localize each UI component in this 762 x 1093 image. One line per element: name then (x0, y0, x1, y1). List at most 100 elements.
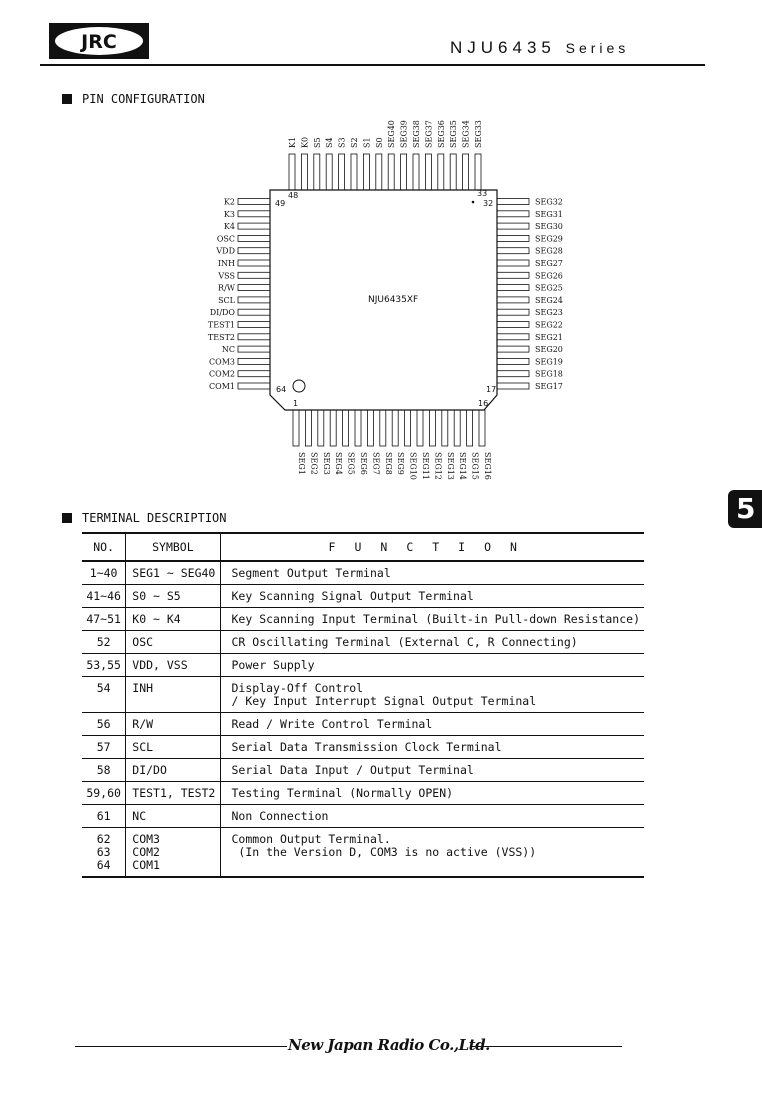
cell-symbol: S0 ~ S5 (125, 584, 221, 608)
cell-function: Power Supply (220, 653, 644, 677)
column-header-function: FUNCTION (220, 532, 644, 562)
top-pin-label: K0 (300, 137, 309, 148)
column-header-symbol: SYMBOL (125, 532, 221, 562)
section-tab: 5 (728, 490, 762, 528)
cell-symbol: DI/DO (125, 758, 221, 782)
left-pin-label: K3 (224, 210, 235, 219)
left-pin-label: SCL (218, 296, 236, 305)
cell-function: Segment Output Terminal (220, 561, 644, 585)
top-pin-label: SEG34 (462, 120, 471, 148)
top-pin-lead (462, 153, 470, 191)
left-pin-label: OSC (217, 234, 235, 243)
right-pin-label: SEG20 (535, 345, 563, 354)
right-pin-label: SEG26 (535, 271, 563, 280)
footer-rule-left (75, 1046, 287, 1047)
top-pin-lead (424, 153, 432, 191)
cell-function: Testing Terminal (Normally OPEN) (220, 781, 644, 805)
bottom-pin-lead (342, 409, 350, 447)
top-pin-lead (288, 153, 296, 191)
bottom-pin-label: SEG6 (359, 452, 368, 475)
left-pin-lead (237, 296, 271, 304)
bottom-pin-lead (428, 409, 436, 447)
cell-symbol: INH (125, 676, 221, 713)
right-pin-label: SEG24 (535, 296, 563, 305)
series-title: NJU6435 Series (450, 38, 629, 58)
top-pin-lead (338, 153, 346, 191)
right-pin-lead (496, 370, 530, 378)
left-pins: K2K3K4OSCVDDINHVSSR/WSCLDI/DOTEST1TEST2N… (208, 198, 271, 391)
left-pin-lead (237, 382, 271, 390)
bottom-pin-lead (478, 409, 486, 447)
pin-number-17: 17 (486, 385, 496, 394)
pin-number-1: 1 (293, 399, 298, 408)
left-pin-label: TEST2 (208, 333, 235, 342)
cell-symbol: TEST1, TEST2 (125, 781, 221, 805)
cell-function: Key Scanning Signal Output Terminal (220, 584, 644, 608)
left-pin-lead (237, 271, 271, 279)
bottom-pin-lead (441, 409, 449, 447)
bottom-pin-label: SEG7 (371, 452, 380, 475)
cell-function: Display-Off Control / Key Input Interrup… (220, 676, 644, 713)
right-pin-lead (496, 234, 530, 242)
left-pin-label: K2 (224, 198, 235, 207)
top-pin-label: SEG40 (387, 120, 396, 148)
cell-no: 54 (82, 676, 126, 713)
top-pin-label: SEG37 (424, 120, 433, 148)
cell-function: Non Connection (220, 804, 644, 828)
terminal-description-heading: TERMINAL DESCRIPTION (62, 511, 227, 525)
bottom-pin-label: SEG5 (347, 452, 356, 475)
cell-symbol: VDD, VSS (125, 653, 221, 677)
right-pins: SEG32SEG31SEG30SEG29SEG28SEG27SEG26SEG25… (496, 198, 563, 391)
right-pin-label: SEG22 (535, 321, 563, 330)
top-pin-lead (313, 153, 321, 191)
left-pin-lead (237, 247, 271, 255)
cell-no: 47~51 (82, 607, 126, 631)
left-pin-label: INH (218, 259, 235, 268)
column-header-no: NO. (82, 532, 126, 562)
right-pin-lead (496, 247, 530, 255)
right-pin-label: SEG23 (535, 308, 563, 317)
cell-no: 1~40 (82, 561, 126, 585)
left-pin-lead (237, 357, 271, 365)
top-pin-lead (387, 153, 395, 191)
top-pin-lead (350, 153, 358, 191)
top-pin-label: SEG39 (400, 120, 409, 148)
right-pin-lead (496, 357, 530, 365)
cell-symbol: NC (125, 804, 221, 828)
cell-function: CR Oscillating Terminal (External C, R C… (220, 630, 644, 654)
top-pin-label: S1 (362, 137, 371, 148)
right-pin-label: SEG27 (535, 259, 563, 268)
cell-symbol: SCL (125, 735, 221, 759)
left-pin-label: R/W (218, 284, 236, 293)
cell-no: 62 63 64 (82, 827, 126, 878)
bottom-pin-lead (416, 409, 424, 447)
cell-no: 58 (82, 758, 126, 782)
top-pin-lead (325, 153, 333, 191)
right-pin-label: SEG29 (535, 234, 563, 243)
right-pin-label: SEG19 (535, 357, 563, 366)
bottom-pin-lead (466, 409, 474, 447)
left-pin-label: COM1 (209, 382, 235, 391)
logo-text: JRC (79, 31, 117, 53)
cell-symbol: R/W (125, 712, 221, 736)
right-pin-lead (496, 210, 530, 218)
bottom-pin-label: SEG11 (421, 452, 430, 480)
right-pin-lead (496, 382, 530, 390)
cell-function: Serial Data Transmission Clock Terminal (220, 735, 644, 759)
pin-number-49: 49 (275, 199, 285, 208)
table-header-row: NO. SYMBOL FUNCTION (82, 532, 644, 562)
left-pin-label: DI/DO (210, 308, 236, 317)
top-pin-label: S2 (350, 137, 359, 148)
pin-number-32: 32 (483, 199, 493, 208)
left-pin-lead (237, 333, 271, 341)
pin-number-48: 48 (288, 191, 298, 200)
pin-number-64: 64 (276, 385, 286, 394)
